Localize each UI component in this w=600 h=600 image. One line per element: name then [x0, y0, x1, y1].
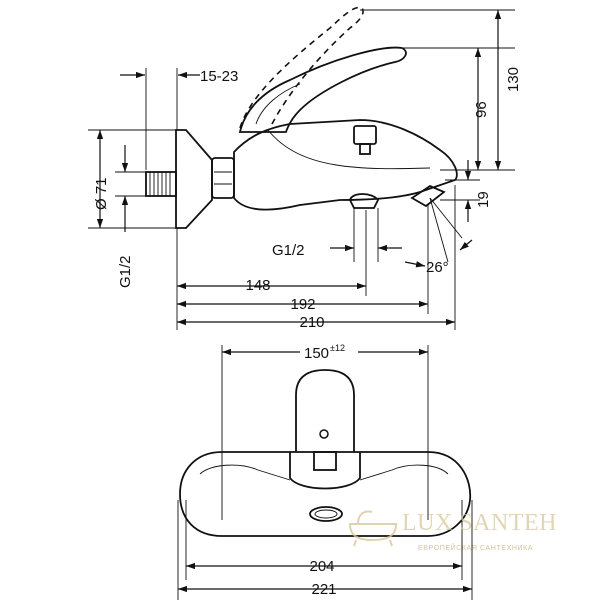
label-width-204: 204: [309, 558, 334, 575]
label-angle: 26°: [426, 259, 449, 276]
aerator-front: [309, 506, 343, 522]
aerator: [349, 193, 380, 209]
watermark-tagline: ЕВРОПЕЙСКАЯ САНТЕХНИКА: [418, 543, 533, 552]
indicator-dot: [319, 429, 329, 439]
wall-rosette: [175, 129, 213, 229]
label-length-148: 148: [245, 277, 270, 294]
diverter-knob: [353, 125, 377, 145]
watermark: LUX SANTEH ЕВРОПЕЙСКАЯ САНТЕХНИКА: [348, 510, 557, 552]
lever-front: [295, 369, 355, 452]
label-length-192: 192: [290, 296, 315, 313]
label-height-spout: 96: [473, 101, 490, 118]
body-front: [179, 451, 472, 537]
connection-nut: [211, 157, 235, 199]
label-height-total: 130: [505, 67, 522, 92]
label-wall-range: 15-23: [200, 68, 238, 85]
front-view: 150 ±12 204 221: [177, 343, 473, 600]
label-centers-tolerance: ±12: [330, 343, 345, 353]
bathtub-icon: [348, 510, 398, 547]
label-width-221: 221: [311, 581, 336, 598]
mixer-body: [233, 119, 458, 211]
lever-handle-open-position: [239, 6, 364, 129]
side-view: 15-23 Ø 71 G1/2 130 96 19 G1/2: [88, 6, 522, 331]
threaded-inlet: [145, 171, 177, 197]
watermark-brand: LUX SANTEH: [402, 510, 557, 536]
label-outlet: 19: [475, 191, 492, 208]
angled-outlet: [410, 184, 446, 208]
label-length-210: 210: [299, 314, 324, 331]
label-diameter: Ø 71: [93, 177, 110, 210]
label-thread-left: G1/2: [117, 255, 134, 288]
lever-handle: [238, 46, 407, 133]
label-centers: 150: [304, 345, 329, 362]
label-thread-bottom: G1/2: [272, 242, 305, 259]
diverter-front: [313, 451, 337, 471]
